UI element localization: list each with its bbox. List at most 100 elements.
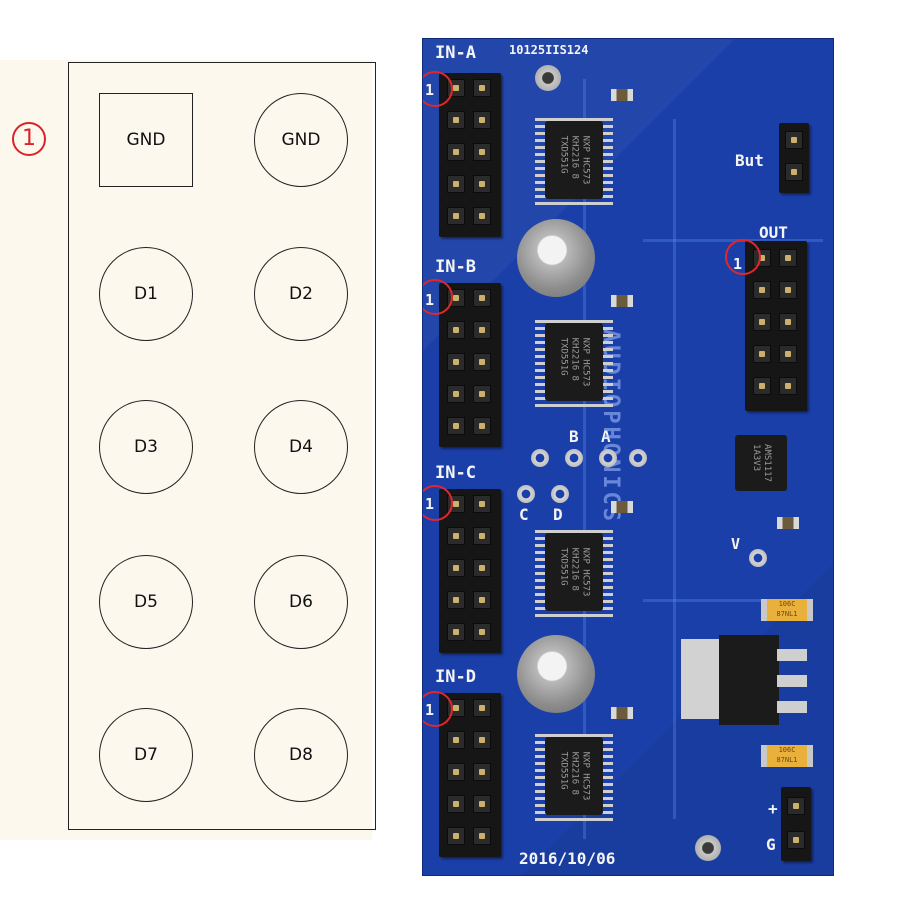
chip-marking: NXP HC573 KH2216 8 TXD551G <box>558 337 591 387</box>
label-via-v: V <box>731 535 741 553</box>
header-pin <box>447 623 465 641</box>
header-pin <box>447 417 465 435</box>
header-pin <box>473 207 491 225</box>
label-via-d: D <box>553 505 563 524</box>
chip-marking: NXP HC573 KH2216 8 TXD551G <box>558 547 591 597</box>
header-in-c <box>439 489 501 653</box>
pin-d4: D4 <box>254 400 348 494</box>
mounting-hole <box>695 835 721 861</box>
header-pin <box>473 527 491 545</box>
via-d <box>551 485 569 503</box>
header-pin <box>787 831 805 849</box>
tantalum-capacitor: 106C 87NL1 <box>761 599 813 621</box>
mounting-standoff <box>517 219 595 297</box>
header-pin <box>473 699 491 717</box>
via-pad <box>531 449 549 467</box>
header-power <box>781 787 811 861</box>
via-a <box>599 449 617 467</box>
header-pin <box>787 797 805 815</box>
regulator-marking: AMS1117 1A3V3 <box>751 444 772 482</box>
pin-d7: D7 <box>99 708 193 802</box>
header-pin <box>447 559 465 577</box>
pin-gnd: GND <box>254 93 348 187</box>
pin-one-highlight-in-b <box>423 279 453 315</box>
regulator-leg <box>777 701 807 713</box>
pcb-board: IN-A 10125IIS124 IN-B IN-C IN-D OUT But … <box>422 38 834 876</box>
header-pin <box>779 377 797 395</box>
header-in-d <box>439 693 501 857</box>
header-pin <box>447 527 465 545</box>
header-pin <box>473 795 491 813</box>
label-via-a: A <box>601 427 611 446</box>
header-in-a <box>439 73 501 237</box>
header-pin <box>473 111 491 129</box>
tantalum-capacitor: 106C 87NL1 <box>761 745 813 767</box>
header-pin <box>447 143 465 161</box>
header-pin <box>473 417 491 435</box>
label-in-d: IN-D <box>435 667 476 687</box>
header-pin <box>447 321 465 339</box>
smd-resistor <box>611 89 633 101</box>
pin-d5: D5 <box>99 555 193 649</box>
header-pin <box>779 345 797 363</box>
board-date: 2016/10/06 <box>519 849 616 868</box>
label-in-a: IN-A <box>435 43 476 63</box>
header-pin <box>753 313 771 331</box>
header-pin <box>473 731 491 749</box>
header-pin <box>473 827 491 845</box>
smd-resistor <box>611 501 633 513</box>
pin-one-marker: 1 <box>12 122 46 156</box>
header-pin <box>447 175 465 193</box>
pin-d8: D8 <box>254 708 348 802</box>
header-pin <box>753 345 771 363</box>
header-pin <box>447 795 465 813</box>
pin-one-highlight-in-d <box>423 691 453 727</box>
connector-outline <box>68 62 376 830</box>
header-pin <box>785 163 803 181</box>
header-pin <box>447 385 465 403</box>
header-out <box>745 241 807 411</box>
via-b <box>565 449 583 467</box>
pin-d1: D1 <box>99 247 193 341</box>
chip-marking: NXP HC573 KH2216 8 TXD551G <box>558 135 591 185</box>
power-regulator <box>719 635 779 725</box>
header-pin <box>447 763 465 781</box>
pin-one-highlight-out <box>725 239 761 275</box>
pcb-trace <box>643 599 763 602</box>
smd-resistor <box>611 707 633 719</box>
mounting-hole <box>535 65 561 91</box>
header-pin <box>473 79 491 97</box>
pin-d3: D3 <box>99 400 193 494</box>
pin-one-highlight-in-a <box>423 71 453 107</box>
pin-d6: D6 <box>254 555 348 649</box>
pin-d2: D2 <box>254 247 348 341</box>
latch-chip-d: NXP HC573 KH2216 8 TXD551G <box>545 737 603 815</box>
header-pin <box>779 313 797 331</box>
label-plus: + <box>768 799 778 818</box>
via-pad <box>629 449 647 467</box>
regulator-leg <box>777 649 807 661</box>
header-pin <box>779 249 797 267</box>
via-v <box>749 549 767 567</box>
pcb-trace <box>673 119 676 819</box>
header-pin <box>447 207 465 225</box>
latch-chip-c: NXP HC573 KH2216 8 TXD551G <box>545 533 603 611</box>
mounting-standoff <box>517 635 595 713</box>
header-pin <box>473 289 491 307</box>
pcb-trace <box>583 79 586 839</box>
header-pin <box>473 495 491 513</box>
label-via-b: B <box>569 427 579 446</box>
header-pin <box>753 377 771 395</box>
chip-marking: NXP HC573 KH2216 8 TXD551G <box>558 751 591 801</box>
header-pin <box>447 731 465 749</box>
header-pin <box>473 385 491 403</box>
smd-resistor <box>777 517 799 529</box>
label-ground: G <box>766 835 776 854</box>
header-pin <box>753 281 771 299</box>
header-pin <box>473 559 491 577</box>
header-pin <box>447 591 465 609</box>
header-pin <box>473 321 491 339</box>
header-pin <box>473 763 491 781</box>
pin-one-highlight-in-c <box>423 485 453 521</box>
header-in-b <box>439 283 501 447</box>
